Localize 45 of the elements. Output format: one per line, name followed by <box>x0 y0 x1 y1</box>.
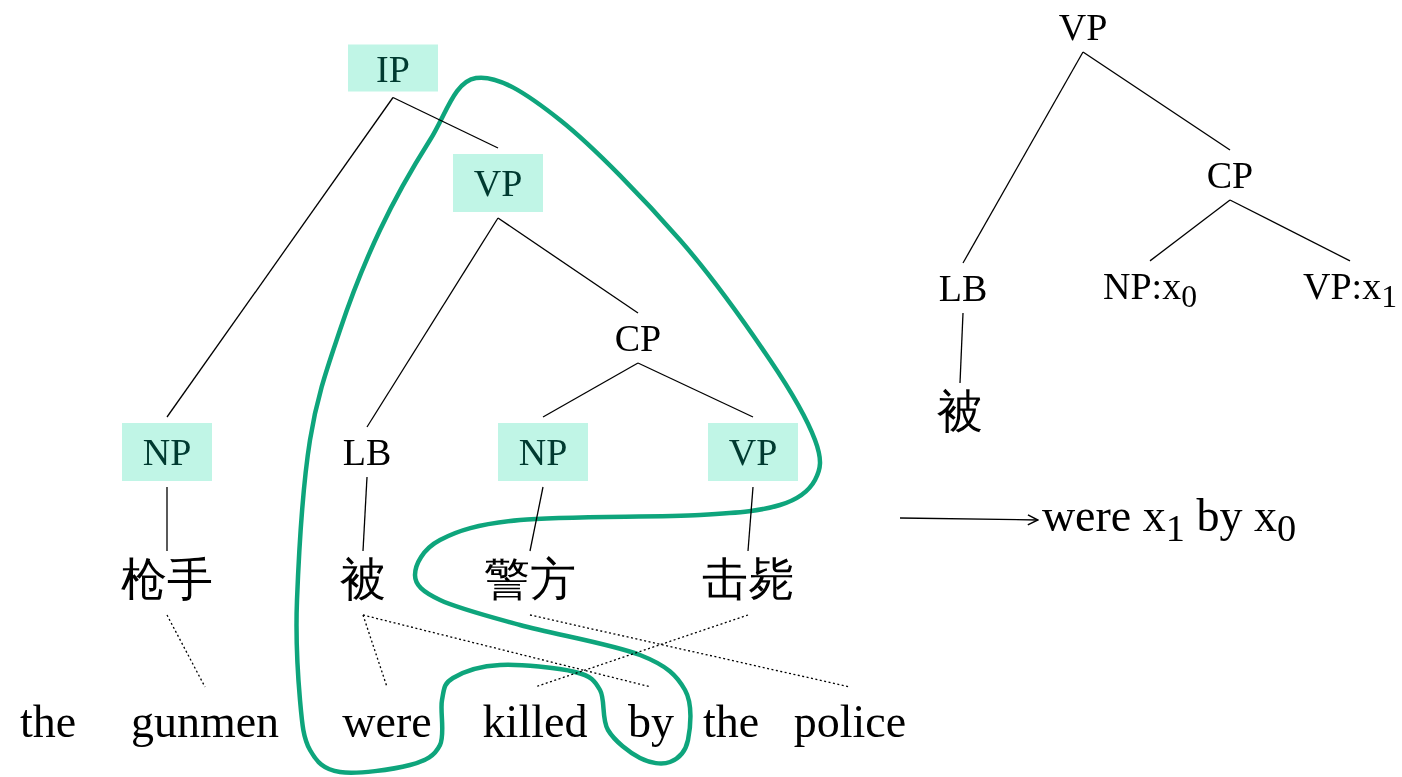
english-word: killed <box>482 699 588 745</box>
english-word: the <box>19 699 77 745</box>
highlighted-node-box: NP <box>498 423 588 481</box>
node-label: NP:x$_{0}$ <box>1103 266 1197 314</box>
tree-branch <box>747 486 754 552</box>
rule-output: were x$_{1}$ by x$_{0}$ <box>1041 492 1297 548</box>
chinese-word: 击毙 <box>702 557 794 603</box>
alignment-line <box>362 614 388 688</box>
arrow <box>899 514 1039 526</box>
node-label: VP <box>1058 8 1108 46</box>
node-label: CP <box>614 319 662 357</box>
english-word: gunmen <box>130 699 280 745</box>
node-label: CP <box>1206 156 1254 194</box>
node-label: LB <box>342 433 392 471</box>
tree-branch <box>166 486 168 552</box>
tree-branch <box>497 217 639 314</box>
tree-branch <box>366 217 499 428</box>
tree-branch <box>637 362 754 418</box>
tree-branch <box>529 486 544 552</box>
english-word: police <box>793 699 907 745</box>
english-word: the <box>702 699 760 745</box>
tree-branch <box>1082 51 1231 151</box>
tree-branch <box>166 96 394 418</box>
tree-branch <box>962 51 1084 264</box>
tree-branch <box>542 362 639 418</box>
node-label: LB <box>938 269 988 307</box>
highlighted-node-box: NP <box>122 423 212 481</box>
chinese-word: 枪手 <box>121 557 213 603</box>
highlighted-node-box: VP <box>708 423 798 481</box>
english-word: by <box>628 699 674 745</box>
highlighted-node-box: VP <box>453 154 543 212</box>
alignment-line <box>534 614 749 688</box>
alignment-line <box>529 614 851 688</box>
chinese-word: 被 <box>937 389 983 435</box>
alignment-line <box>362 614 652 688</box>
tree-branch <box>1229 199 1351 262</box>
tree-branch <box>959 312 964 384</box>
highlighted-node-box: IP <box>348 44 438 92</box>
english-word: were <box>342 699 432 745</box>
chinese-word: 被 <box>340 557 386 603</box>
tree-branch <box>1149 199 1231 262</box>
chinese-word: 警方 <box>484 557 576 603</box>
tree-branch <box>362 476 368 552</box>
node-label: VP:x$_{1}$ <box>1303 266 1397 314</box>
tree-branch <box>392 96 499 149</box>
